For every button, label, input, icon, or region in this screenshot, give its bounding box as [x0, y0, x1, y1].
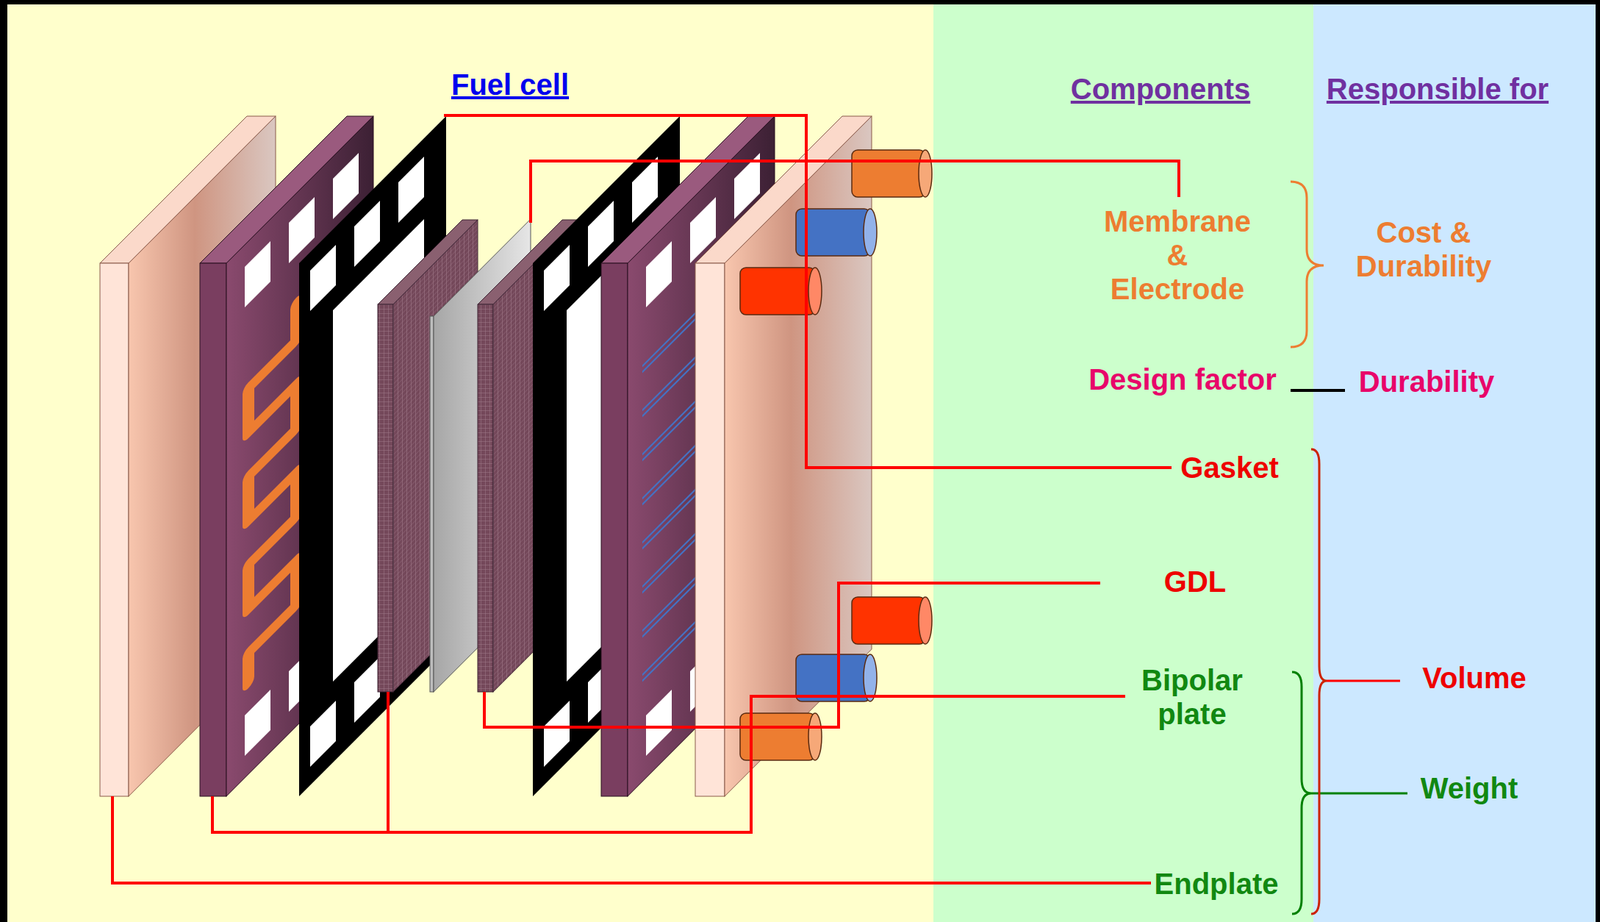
responsibility-label: Volume [1422, 660, 1527, 695]
component-label: Membrane & Electrode [1103, 204, 1251, 306]
green-brace [1292, 671, 1312, 914]
component-label: Gasket [1180, 450, 1279, 485]
weight-line [1311, 792, 1408, 795]
responsibility-label: Durability [1358, 364, 1495, 399]
leader-lines [112, 115, 1179, 883]
component-label: Bipolar plate [1141, 662, 1243, 731]
pipes [740, 149, 932, 760]
design-durability-line [1290, 388, 1345, 392]
column-header: Components [1070, 72, 1251, 106]
component-label: Endplate [1154, 866, 1279, 901]
responsibility-label: Cost & Durability [1335, 215, 1512, 283]
component-label: Design factor [1088, 362, 1277, 397]
endplate-right [695, 116, 872, 796]
orange-brace [1290, 181, 1324, 347]
volume-line [1326, 679, 1401, 683]
responsibility-label: Weight [1420, 770, 1519, 805]
diagram-title: Fuel cell [451, 67, 569, 102]
column-header: Responsible for [1326, 72, 1549, 106]
red-brace [1311, 449, 1327, 914]
component-label: GDL [1164, 564, 1226, 599]
